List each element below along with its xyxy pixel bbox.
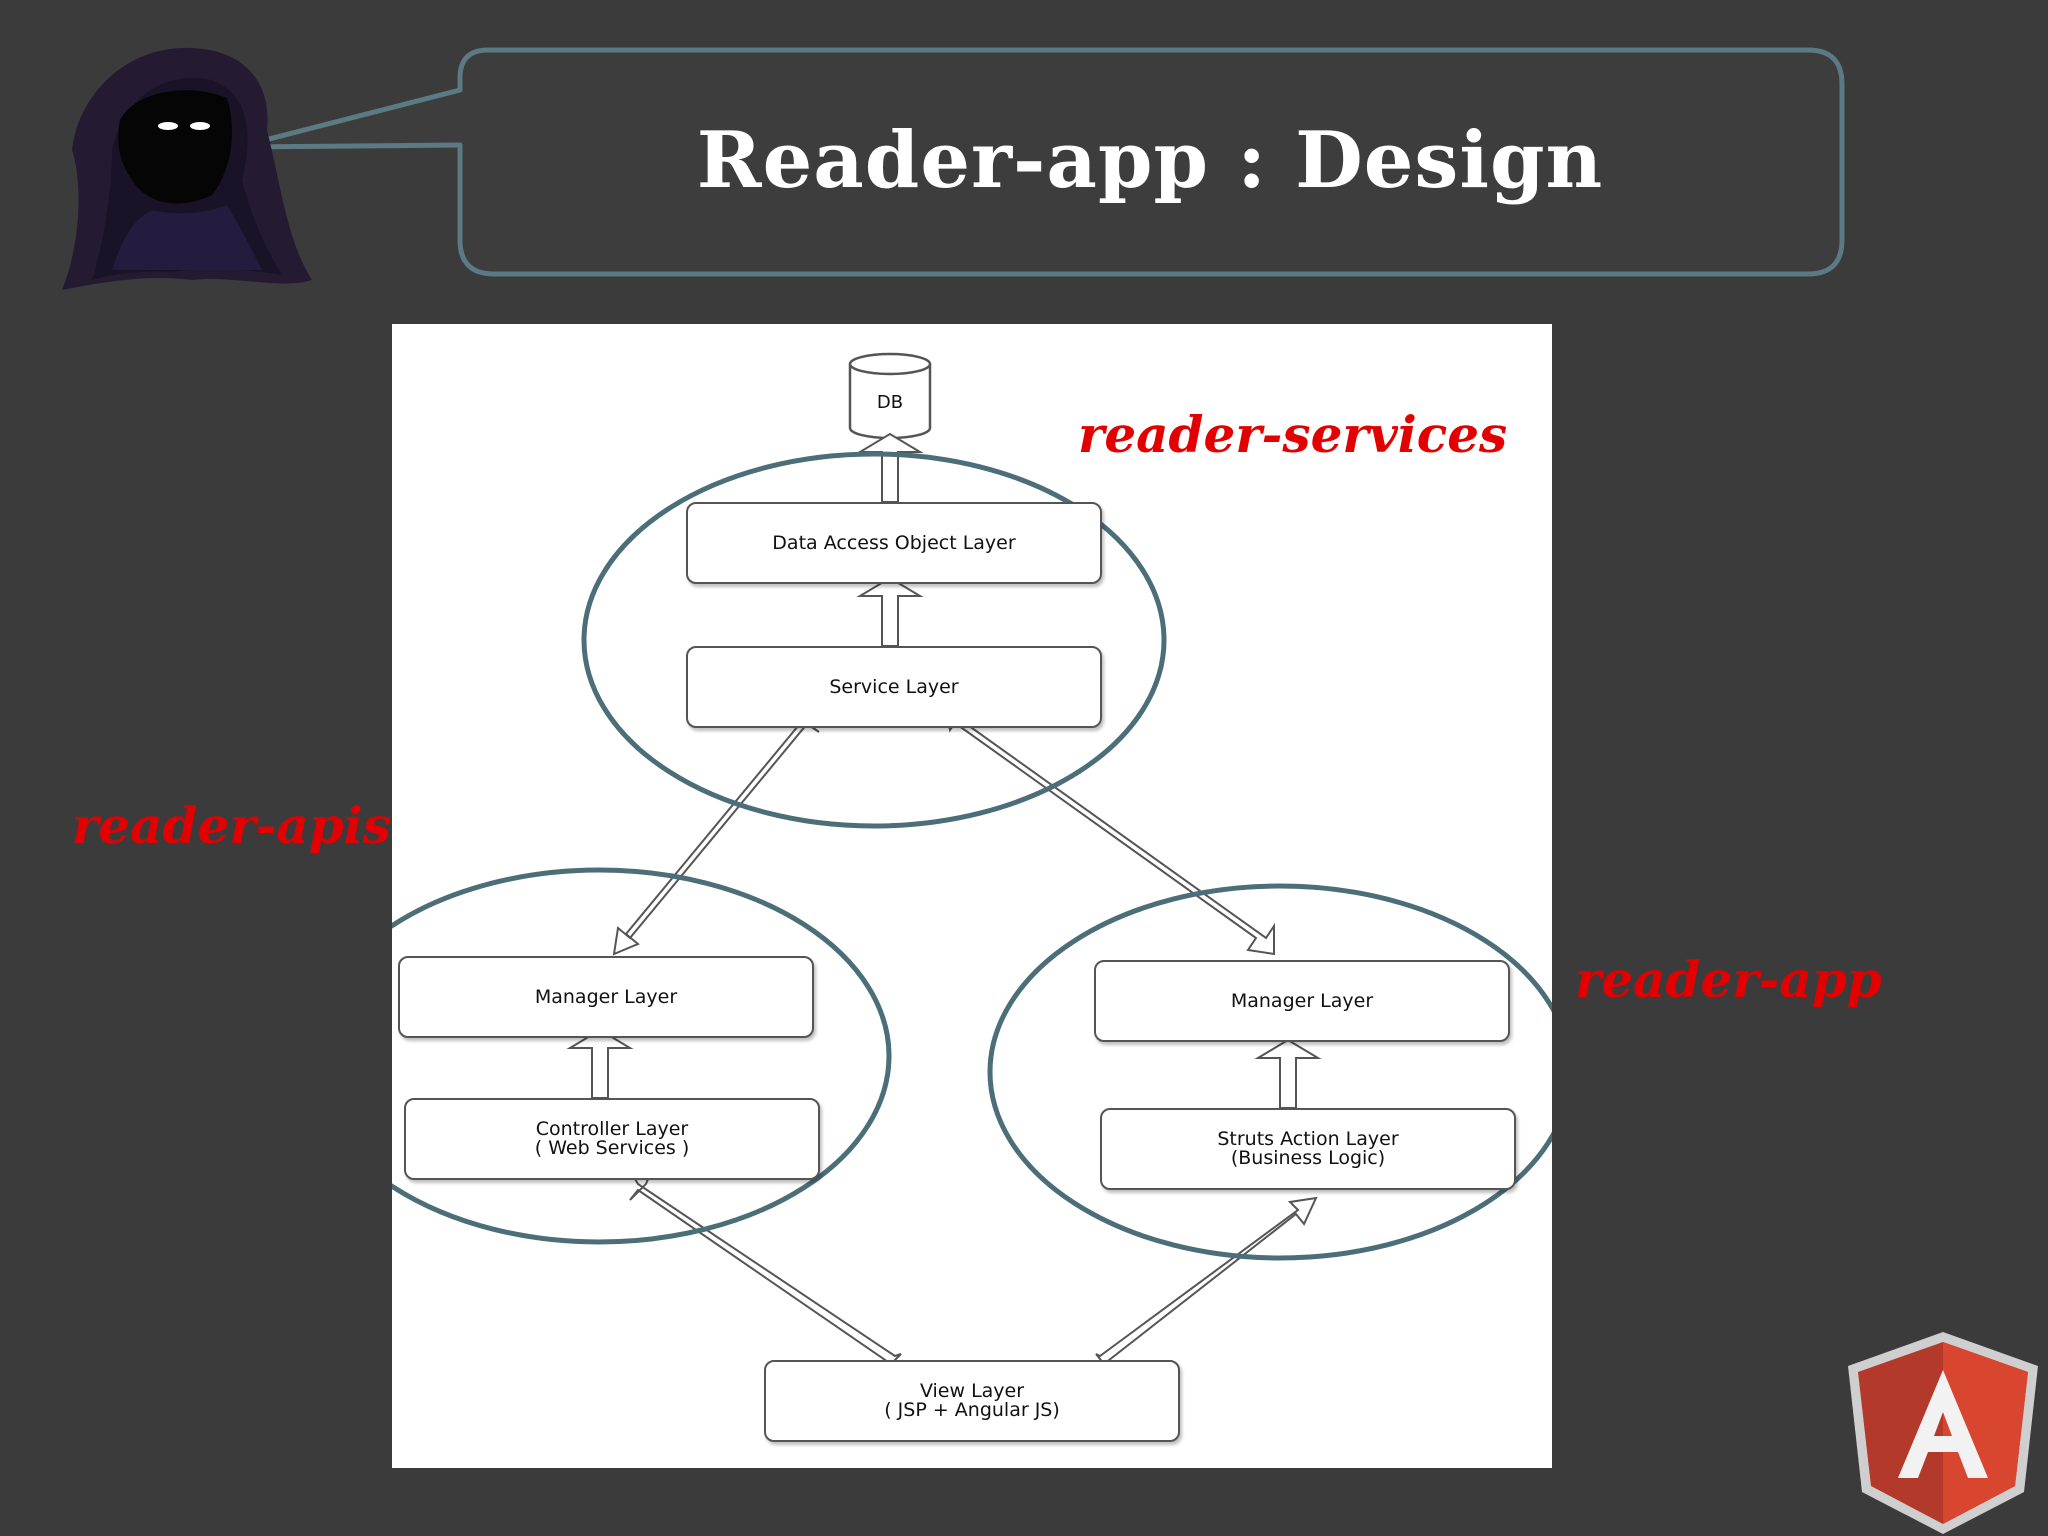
- apis-manager-layer-label: Manager Layer: [534, 985, 678, 1008]
- arrow-view-to-controller: [629, 1173, 902, 1366]
- arrow-dao-to-db: [856, 432, 924, 503]
- arrow-struts-to-manager: [1254, 1038, 1322, 1109]
- diagram-connectors: DB: [392, 352, 1552, 1366]
- service-layer-box: Service Layer: [686, 646, 1102, 728]
- page-title: Reader-app : Design: [696, 114, 1604, 206]
- dao-layer-label: Data Access Object Layer: [772, 531, 1016, 554]
- view-layer-box: View Layer ( JSP + Angular JS): [764, 1360, 1180, 1442]
- view-layer-label-line2: ( JSP + Angular JS): [884, 1399, 1060, 1421]
- architecture-diagram: DB Data Access Obj: [392, 324, 1552, 1468]
- group-ellipses: [392, 451, 1552, 1261]
- reader-apis-label: reader-apis: [72, 796, 391, 855]
- struts-layer-label-line1: Struts Action Layer: [1217, 1128, 1399, 1150]
- title-callout: [235, 47, 1845, 277]
- hooded-figure-icon: [62, 47, 312, 291]
- arrow-controller-to-manager: [566, 1028, 634, 1099]
- arrow-service-to-apis-manager: [612, 718, 820, 956]
- angular-logo-icon: [1848, 1332, 2038, 1534]
- struts-layer-box: Struts Action Layer (Business Logic): [1100, 1108, 1516, 1190]
- reader-services-label: reader-services: [1078, 405, 1508, 464]
- arrow-service-to-app-manager: [946, 715, 1275, 956]
- app-manager-layer-label: Manager Layer: [1230, 989, 1374, 1012]
- controller-layer-label-line1: Controller Layer: [535, 1118, 689, 1140]
- apis-manager-layer-box: Manager Layer: [398, 956, 814, 1038]
- app-manager-layer-box: Manager Layer: [1094, 960, 1510, 1042]
- db-label: DB: [877, 392, 903, 413]
- view-layer-label-line1: View Layer: [919, 1380, 1025, 1402]
- reader-app-label: reader-app: [1575, 950, 1882, 1009]
- arrow-service-to-dao: [856, 576, 924, 647]
- dao-layer-box: Data Access Object Layer: [686, 502, 1102, 584]
- controller-layer-box: Controller Layer ( Web Services ): [404, 1098, 820, 1180]
- struts-layer-label-line2: (Business Logic): [1230, 1147, 1386, 1169]
- controller-layer-label-line2: ( Web Services ): [534, 1137, 690, 1159]
- service-layer-label: Service Layer: [829, 675, 959, 698]
- ellipse-apis: [392, 867, 892, 1245]
- ellipse-services: [581, 451, 1167, 829]
- diagonal-arrows: [612, 715, 1318, 1366]
- db-cylinder-icon: [848, 352, 932, 440]
- ellipse-app: [987, 883, 1552, 1261]
- vertical-arrows: [566, 432, 1322, 1109]
- arrow-view-to-struts: [1095, 1196, 1318, 1366]
